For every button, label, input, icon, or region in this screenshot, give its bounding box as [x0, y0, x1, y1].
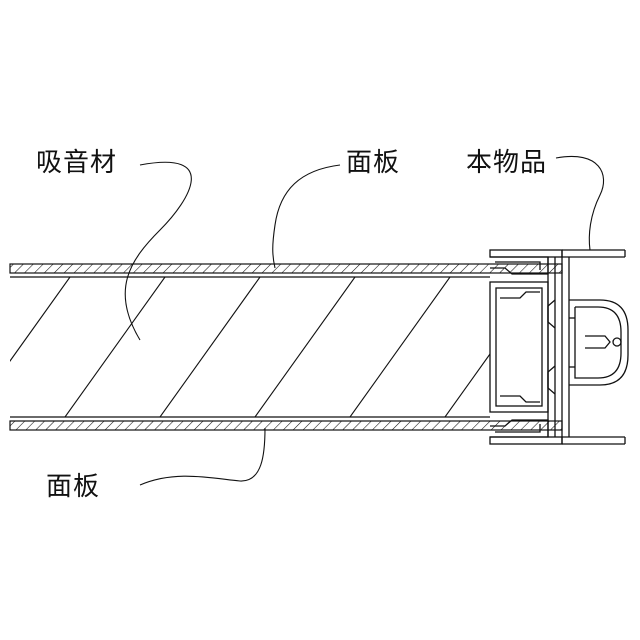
label-sound-absorber: 吸音材	[36, 150, 117, 176]
leader-absorber	[125, 162, 191, 340]
label-face-panel-top: 面板	[346, 150, 400, 176]
bottom-face-panel	[10, 417, 562, 430]
top-face-panel	[10, 264, 562, 277]
leader-product	[556, 156, 604, 250]
leader-lines	[125, 156, 603, 485]
leader-face-bottom	[140, 428, 265, 485]
leader-face-top	[273, 165, 340, 268]
label-this-product: 本物品	[466, 150, 547, 176]
edge-frame-profile	[490, 250, 628, 444]
sound-absorber-core	[0, 277, 545, 417]
label-face-panel-bottom: 面板	[46, 474, 100, 500]
